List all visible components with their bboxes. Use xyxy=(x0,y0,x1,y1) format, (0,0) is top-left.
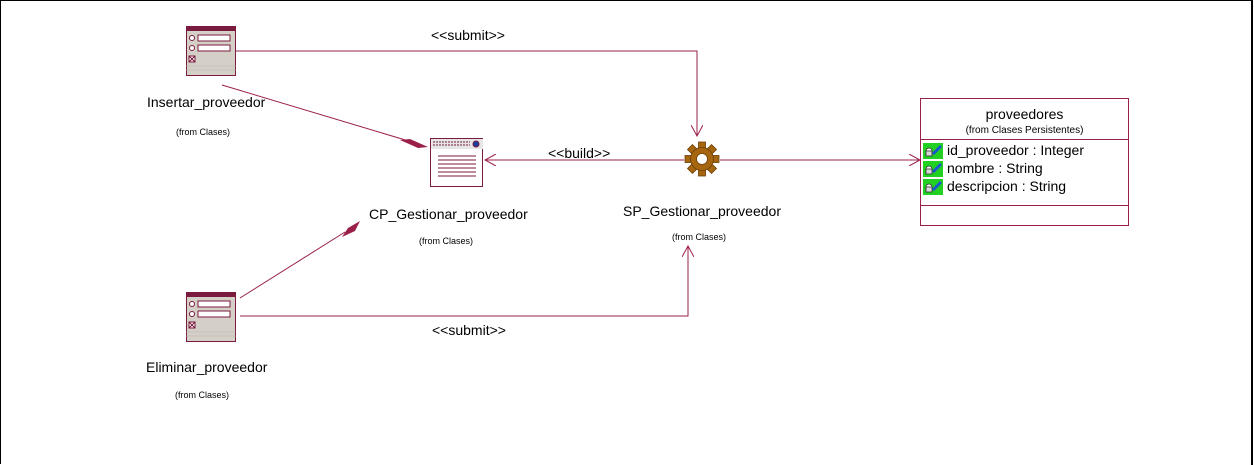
attribute-key-icon xyxy=(923,161,943,177)
class-box-proveedores[interactable]: proveedores (from Clases Persistentes) i… xyxy=(920,98,1129,226)
class-separator-operations xyxy=(921,205,1128,206)
cp-name: CP_Gestionar_proveedor xyxy=(369,206,528,222)
attribute-text: descripcion : String xyxy=(947,178,1067,194)
build-label: <<build>> xyxy=(548,145,611,161)
insertar-name: Insertar_proveedor xyxy=(147,94,266,110)
client-page-icon[interactable] xyxy=(430,138,484,188)
attribute-text: nombre : String xyxy=(947,160,1043,176)
attribute-text: id_proveedor : Integer xyxy=(947,142,1084,158)
attribute-key-icon xyxy=(923,143,943,159)
class-name: proveedores xyxy=(985,106,1064,122)
form-icon-eliminar[interactable] xyxy=(186,292,236,342)
server-page-gear-icon[interactable] xyxy=(684,141,720,177)
class-separator-name xyxy=(921,139,1128,140)
submit-link-eliminar[interactable] xyxy=(240,246,688,317)
insertar-from: (from Clases) xyxy=(176,127,231,137)
sp-from: (from Clases) xyxy=(672,232,727,242)
aggregation-diamond-eliminar xyxy=(342,221,360,237)
submit-link-insertar[interactable] xyxy=(236,50,697,136)
cp-from: (from Clases) xyxy=(419,236,474,246)
submit-label-top: <<submit>> xyxy=(431,27,505,43)
class-from: (from Clases Persistentes) xyxy=(965,125,1084,136)
eliminar-from: (from Clases) xyxy=(175,390,230,400)
aggregation-diamond-insertar xyxy=(400,139,428,148)
submit-label-bottom: <<submit>> xyxy=(432,322,506,338)
sp-name: SP_Gestionar_proveedor xyxy=(623,203,781,219)
aggregation-link-insertar[interactable] xyxy=(221,84,413,143)
attribute-key-icon xyxy=(923,179,943,195)
diagram-frame-right-edge xyxy=(1251,0,1253,465)
eliminar-name: Eliminar_proveedor xyxy=(146,359,268,375)
form-icon-insertar[interactable] xyxy=(186,26,236,76)
aggregation-link-eliminar[interactable] xyxy=(239,231,346,299)
